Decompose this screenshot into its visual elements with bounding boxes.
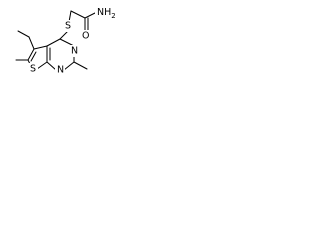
- mask-nh2: [95, 6, 123, 18]
- bond-n1-c7a: [46, 61, 57, 71]
- atom-thiophene-s-label: S: [30, 64, 36, 75]
- bond-c4-c4a: [46, 38, 61, 47]
- mask-carbonyl-o: [80, 30, 90, 42]
- atom-pyrimidine-n1-label: N: [57, 65, 64, 76]
- atom-carbonyl-o-label: O: [82, 31, 89, 42]
- mask-thioether-s: [63, 20, 73, 32]
- bond-c2-methyl: [73, 61, 88, 70]
- atom-label-masks: [28, 6, 123, 76]
- bond-c5-c6: [27, 48, 35, 61]
- atom-thioether-s-label: S: [65, 21, 71, 32]
- atom-pyrimidine-n3-label: N: [71, 46, 78, 57]
- atom-labels: NH2 O S N N S: [30, 7, 116, 76]
- bond-c4-n3: [59, 38, 75, 47]
- mask-n3: [69, 45, 79, 57]
- bond-c5-ethyl-2: [17, 30, 30, 38]
- bond-c-ch2: [70, 10, 86, 19]
- bond-c5-c6-inner: [30, 51, 37, 62]
- atom-nh2-label: NH2: [97, 7, 116, 21]
- mask-n1: [55, 64, 65, 76]
- bond-c4a-c5: [33, 45, 48, 50]
- molecule-diagram: NH2 O S N N S: [15, 6, 123, 76]
- bond-c2-n1: [63, 61, 75, 71]
- bond-c5-ethyl-1: [28, 36, 35, 50]
- bond-s-c7a: [36, 61, 48, 70]
- mask-thiophene-s: [28, 63, 38, 75]
